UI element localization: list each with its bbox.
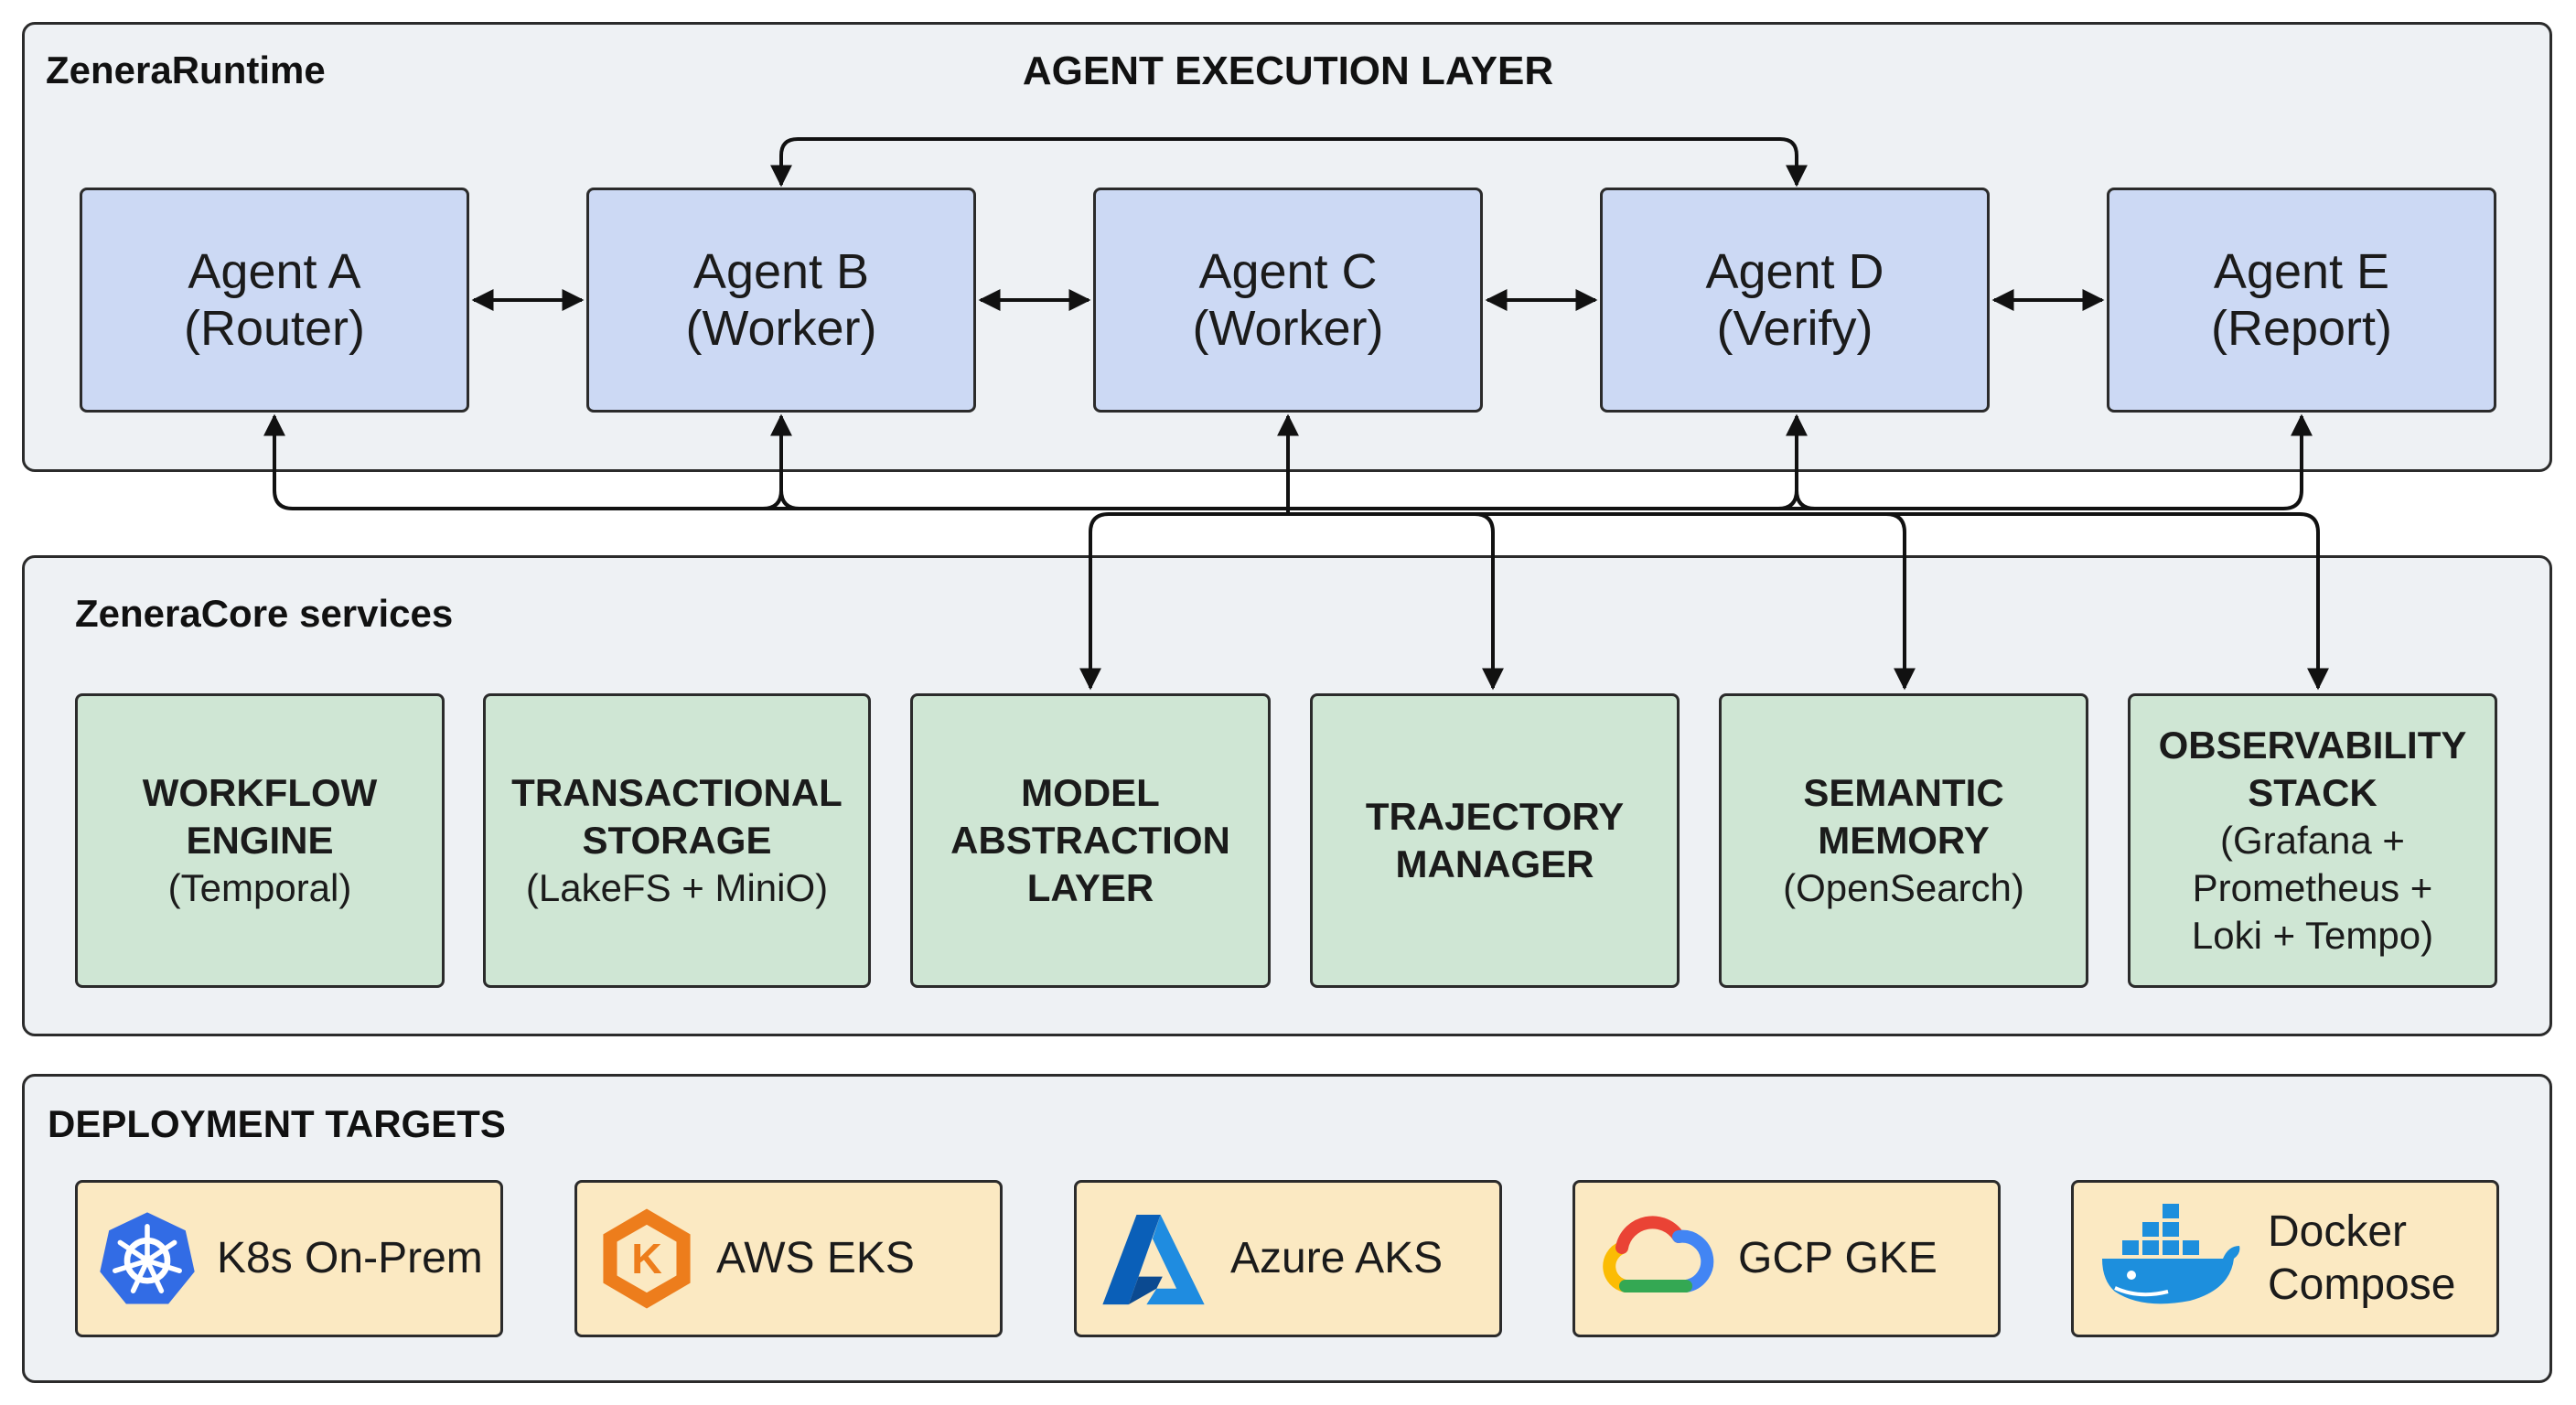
agent-name: Agent E	[2213, 244, 2390, 299]
agent-role: (Worker)	[1192, 301, 1384, 356]
service-title-line: OBSERVABILITY	[2158, 724, 2467, 767]
agent-a-box: Agent A (Router)	[80, 188, 469, 413]
agent-role: (Worker)	[685, 301, 877, 356]
target-label: Azure AKS	[1230, 1234, 1444, 1282]
observability-stack-box: OBSERVABILITY STACK (Grafana + Prometheu…	[2128, 693, 2497, 988]
service-title-line: STACK	[2248, 771, 2377, 814]
target-azure-aks: Azure AKS	[1074, 1180, 1502, 1337]
runtime-layer-title: AGENT EXECUTION LAYER	[1022, 48, 1554, 93]
service-detail: (OpenSearch)	[1783, 866, 2024, 909]
bus-up-d	[1777, 413, 1808, 510]
trajectory-manager-box: TRAJECTORY MANAGER	[1310, 693, 1680, 988]
target-label-line: Compose	[2268, 1260, 2456, 1309]
target-aws-eks: K AWS EKS	[574, 1180, 1003, 1337]
target-docker-compose: Docker Compose	[2071, 1180, 2499, 1337]
service-title-line: MEMORY	[1818, 819, 1990, 862]
bus-down-memory	[1885, 512, 1916, 691]
semantic-memory-box: SEMANTIC MEMORY (OpenSearch)	[1719, 693, 2088, 988]
service-title-line: TRANSACTIONAL	[511, 771, 843, 814]
agent-b-box: Agent B (Worker)	[586, 188, 976, 413]
kubernetes-icon	[78, 1208, 217, 1309]
service-detail: (Grafana +	[2220, 819, 2405, 862]
service-title-line: WORKFLOW	[142, 771, 378, 814]
agent-role: (Report)	[2210, 301, 2393, 356]
bus-to-services	[1089, 512, 2320, 533]
agent-role: (Verify)	[1716, 301, 1873, 356]
service-title-line: MANAGER	[1395, 842, 1594, 885]
service-title-line: ABSTRACTION	[950, 819, 1230, 862]
service-title-line: LAYER	[1026, 866, 1154, 909]
runtime-name-label: ZeneraRuntime	[46, 48, 326, 91]
service-title-line: SEMANTIC	[1803, 771, 2004, 814]
target-label: AWS EKS	[716, 1234, 915, 1282]
service-detail: (Temporal)	[167, 866, 352, 909]
agent-name: Agent A	[188, 244, 361, 299]
aws-eks-icon: K	[577, 1206, 716, 1312]
agent-role: (Router)	[183, 301, 366, 356]
bus-up-b-right	[779, 489, 800, 510]
gcp-cloud-icon	[1575, 1213, 1738, 1304]
link-b-d-loop	[770, 137, 1808, 188]
service-title-line: ENGINE	[186, 819, 334, 862]
service-title-line: MODEL	[1021, 771, 1160, 814]
service-detail: Prometheus +	[2192, 866, 2433, 909]
agent-d-box: Agent D (Verify)	[1600, 188, 1990, 413]
bus-up-d-right	[1795, 489, 1816, 510]
azure-icon	[1077, 1208, 1230, 1309]
target-gcp-gke: GCP GKE	[1572, 1180, 2001, 1337]
bus-down-trajectory	[1474, 512, 1504, 691]
core-services-label: ZeneraCore services	[75, 592, 454, 635]
target-label-line: Docker	[2268, 1207, 2408, 1256]
agent-name: Agent B	[692, 244, 870, 299]
target-k8s-on-prem: K8s On-Prem	[75, 1180, 503, 1337]
transactional-storage-box: TRANSACTIONAL STORAGE (LakeFS + MiniO)	[483, 693, 871, 988]
deployment-targets-title: DEPLOYMENT TARGETS	[48, 1102, 506, 1145]
service-title-line: TRAJECTORY	[1365, 795, 1625, 838]
workflow-engine-box: WORKFLOW ENGINE (Temporal)	[75, 693, 445, 988]
agent-e-box: Agent E (Report)	[2107, 188, 2496, 413]
agent-name: Agent D	[1705, 244, 1884, 299]
agent-name: Agent C	[1198, 244, 1378, 299]
target-label: K8s On-Prem	[217, 1234, 483, 1282]
svg-text:K: K	[631, 1235, 662, 1282]
service-title-line: STORAGE	[582, 819, 772, 862]
agent-c-box: Agent C (Worker)	[1093, 188, 1483, 413]
target-label: GCP GKE	[1738, 1234, 1937, 1282]
service-detail: Loki + Tempo)	[2191, 914, 2434, 957]
service-detail: (LakeFS + MiniO)	[525, 866, 829, 909]
docker-whale-icon	[2074, 1204, 2268, 1314]
bus-up-b	[762, 413, 792, 510]
model-abstraction-layer-box: MODEL ABSTRACTION LAYER	[910, 693, 1271, 988]
